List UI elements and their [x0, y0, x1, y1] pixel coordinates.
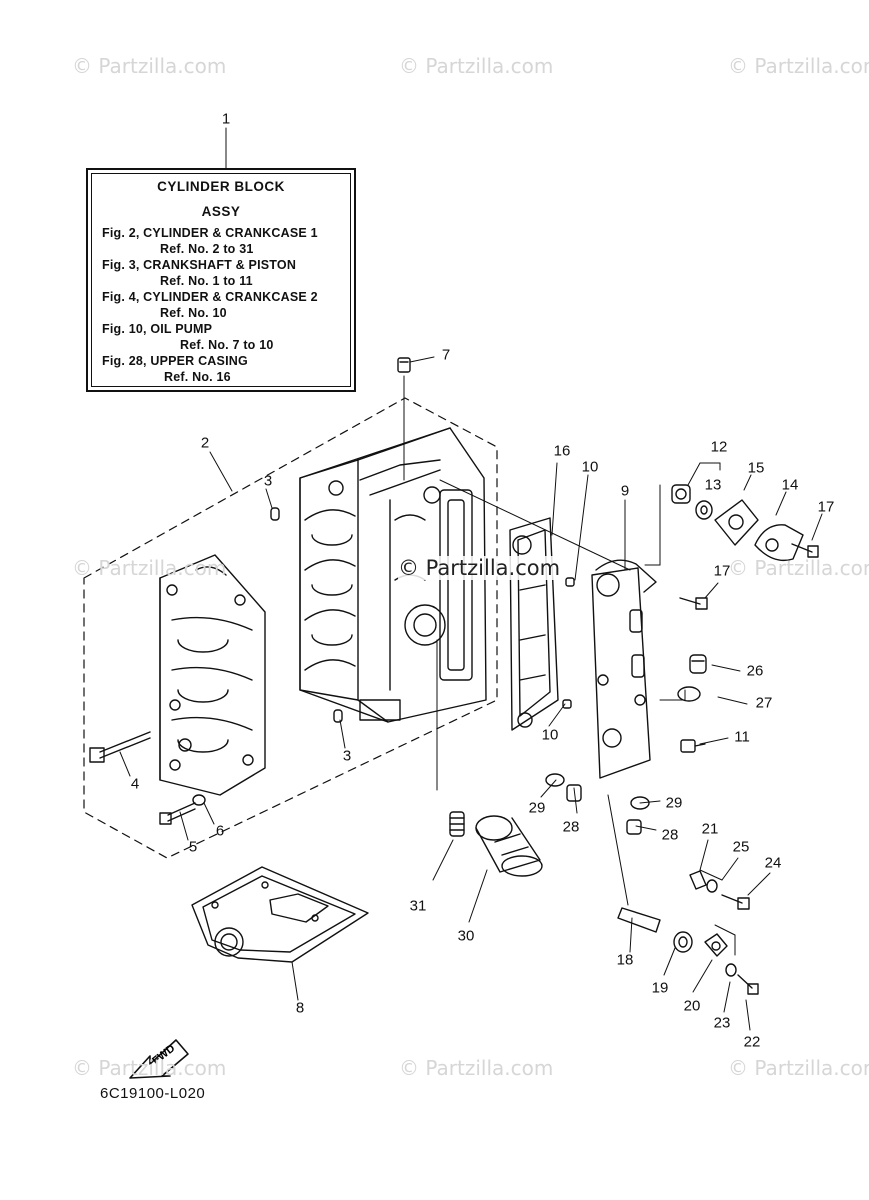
part-dowel-3a [270, 507, 280, 521]
part-clip-21 [689, 870, 707, 890]
callout-8: 8 [295, 999, 305, 1017]
callout-29a: 29 [528, 799, 546, 817]
callout-13: 13 [704, 476, 722, 494]
part-cover-plate [591, 559, 657, 779]
part-pin-10b [562, 699, 572, 709]
legend-subtitle: ASSY [201, 204, 241, 219]
watermark-top-left: © Partzilla.com [72, 54, 227, 78]
callout-31: 31 [409, 897, 427, 915]
part-oring-27 [677, 686, 701, 702]
watermark-mid-left: © Partzilla.com [72, 556, 227, 580]
part-drain-plug-28b [626, 819, 642, 835]
legend-line: Fig. 4, CYLINDER & CRANKCASE 2 [102, 290, 318, 304]
legend-line: Fig. 3, CRANKSHAFT & PISTON [102, 258, 297, 272]
callout-28b: 28 [661, 826, 679, 844]
part-grommet-19 [673, 931, 693, 953]
part-pipe-18 [617, 907, 661, 933]
legend-title: CYLINDER BLOCK [157, 179, 285, 194]
watermark-mid-right: © Partzilla.com [728, 556, 869, 580]
callout-2: 2 [200, 434, 210, 452]
part-bolt-5 [159, 802, 196, 825]
callout-6: 6 [215, 822, 225, 840]
part-oil-filter-30 [475, 815, 543, 877]
callout-3b: 3 [342, 747, 352, 765]
legend-line: Ref. No. 16 [164, 370, 231, 384]
part-fitting-11 [680, 739, 706, 753]
part-washer-23 [725, 963, 737, 977]
legend-box: CYLINDER BLOCK ASSY Fig. 2, CYLINDER & C… [86, 168, 356, 392]
callout-17b: 17 [713, 562, 731, 580]
callout-18: 18 [616, 951, 634, 969]
callout-20: 20 [683, 997, 701, 1015]
part-stud-31 [449, 811, 465, 837]
callout-3a: 3 [263, 472, 273, 490]
part-bolt-22 [737, 974, 759, 995]
callout-21: 21 [701, 820, 719, 838]
watermark-bottom-right: © Partzilla.com [728, 1056, 869, 1080]
legend-inner-frame [91, 173, 351, 387]
part-cap-12 [671, 484, 691, 504]
part-ring-13 [695, 500, 713, 520]
assembly-boundary [83, 397, 498, 859]
part-plug-7 [397, 357, 411, 373]
callout-25: 25 [732, 838, 750, 856]
callout-23: 23 [713, 1014, 731, 1032]
part-bolt-24 [721, 894, 750, 910]
part-sensor-20 [704, 933, 728, 957]
callout-10b: 10 [541, 726, 559, 744]
callout-4: 4 [130, 775, 140, 793]
callout-17a: 17 [817, 498, 835, 516]
watermark-bottom-left: © Partzilla.com [72, 1056, 227, 1080]
legend-line: Ref. No. 7 to 10 [180, 338, 274, 352]
watermark-bottom-center: © Partzilla.com [399, 1056, 554, 1080]
part-pin-10a [565, 577, 575, 587]
callout-26: 26 [746, 662, 764, 680]
callout-22: 22 [743, 1033, 761, 1051]
part-gasket-29a [545, 773, 565, 787]
callout-12: 12 [710, 438, 728, 456]
legend-line: Fig. 10, OIL PUMP [102, 322, 213, 336]
callout-28a: 28 [562, 818, 580, 836]
part-gasket-29b [630, 796, 650, 810]
part-bolt-17a [791, 543, 819, 558]
watermark-top-center: © Partzilla.com [399, 54, 554, 78]
callout-9: 9 [620, 482, 630, 500]
callout-10a: 10 [581, 458, 599, 476]
part-washer-25 [706, 879, 718, 893]
fwd-arrow [129, 1039, 189, 1079]
legend-line: Ref. No. 2 to 31 [160, 242, 254, 256]
part-gasket-exhaust [509, 517, 559, 731]
legend-line: Fig. 28, UPPER CASING [102, 354, 248, 368]
callout-16: 16 [553, 442, 571, 460]
diagram-code: 6C19100-L020 [100, 1085, 206, 1102]
callout-27: 27 [755, 694, 773, 712]
legend-line: Ref. No. 10 [160, 306, 227, 320]
watermark-top-right: © Partzilla.com [728, 54, 869, 78]
callout-24: 24 [764, 854, 782, 872]
callout-1: 1 [221, 110, 231, 128]
legend-line: Fig. 2, CYLINDER & CRANKCASE 1 [102, 226, 318, 240]
part-gasket-lower [191, 866, 369, 963]
part-thermostat-cover-14 [754, 524, 804, 562]
legend-line: Ref. No. 1 to 11 [160, 274, 253, 288]
part-washer-6 [192, 794, 206, 806]
callout-30: 30 [457, 927, 475, 945]
callout-5: 5 [188, 838, 198, 856]
part-drain-plug-28a [566, 784, 582, 802]
callout-11: 11 [734, 728, 750, 746]
callout-7: 7 [441, 346, 451, 364]
part-gasket-15 [714, 499, 759, 546]
leader-lines [119, 127, 823, 1031]
callout-15: 15 [747, 459, 765, 477]
watermark-center: © Partzilla.com [398, 556, 561, 580]
part-bolt-17b [679, 597, 708, 610]
callout-14: 14 [781, 476, 799, 494]
part-crankcase [159, 554, 266, 796]
part-plug-26 [689, 654, 707, 674]
callout-29b: 29 [665, 794, 683, 812]
part-dowel-3b [333, 709, 343, 723]
part-bolt-4 [89, 731, 151, 763]
callout-19: 19 [651, 979, 669, 997]
